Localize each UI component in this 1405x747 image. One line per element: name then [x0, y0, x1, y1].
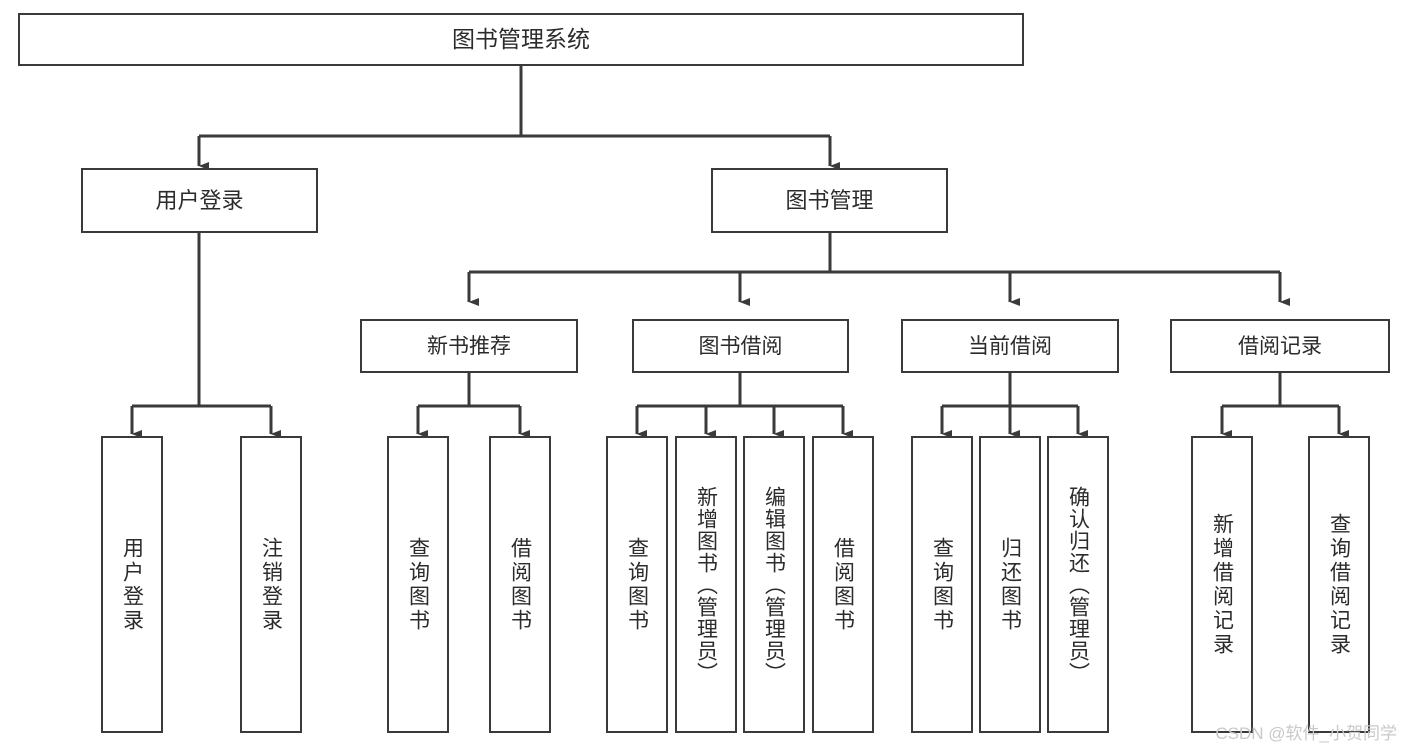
node-leaf-return-book[interactable]: 归还图书: [979, 436, 1041, 733]
node-user-login[interactable]: 用户登录: [81, 168, 318, 233]
node-label: 用户登录: [155, 187, 244, 213]
node-leaf-user-login[interactable]: 用户登录: [101, 436, 163, 733]
watermark-text: CSDN @软件_小贺同学: [1215, 724, 1397, 743]
node-label: 用户登录: [120, 536, 144, 633]
node-current-borrow[interactable]: 当前借阅: [901, 319, 1119, 373]
node-book-borrow[interactable]: 图书借阅: [632, 319, 849, 373]
node-leaf-borrow-book-1[interactable]: 借阅图书: [489, 436, 551, 733]
node-label: 借阅记录: [1238, 334, 1322, 358]
node-label: 确认归还（管理员）: [1066, 485, 1090, 684]
node-label: 新增借阅记录: [1210, 512, 1234, 657]
node-label: 新增图书（管理员）: [694, 485, 718, 684]
node-borrow-record[interactable]: 借阅记录: [1170, 319, 1390, 373]
node-label: 当前借阅: [968, 334, 1052, 358]
node-label: 查询图书: [930, 536, 954, 633]
node-label: 新书推荐: [427, 334, 511, 358]
node-label: 借阅图书: [508, 536, 532, 633]
node-leaf-add-record[interactable]: 新增借阅记录: [1191, 436, 1253, 733]
node-leaf-query-book-2[interactable]: 查询图书: [606, 436, 668, 733]
node-label: 查询图书: [625, 536, 649, 633]
node-label: 注销登录: [259, 536, 283, 633]
node-label: 借阅图书: [831, 536, 855, 633]
node-label: 查询图书: [406, 536, 430, 633]
node-leaf-confirm-return[interactable]: 确认归还（管理员）: [1047, 436, 1109, 733]
node-leaf-logout[interactable]: 注销登录: [240, 436, 302, 733]
node-book-management[interactable]: 图书管理: [711, 168, 948, 233]
node-label: 查询借阅记录: [1327, 512, 1351, 657]
node-new-book-recommend[interactable]: 新书推荐: [360, 319, 578, 373]
node-label: 图书借阅: [698, 334, 783, 358]
node-leaf-query-record[interactable]: 查询借阅记录: [1308, 436, 1370, 733]
node-leaf-query-book-3[interactable]: 查询图书: [911, 436, 973, 733]
node-root-system[interactable]: 图书管理系统: [18, 13, 1024, 66]
node-leaf-borrow-book-2[interactable]: 借阅图书: [812, 436, 874, 733]
node-leaf-add-book[interactable]: 新增图书（管理员）: [675, 436, 737, 733]
node-label: 图书管理: [785, 187, 874, 213]
node-label: 归还图书: [998, 536, 1022, 633]
node-label: 图书管理系统: [452, 26, 590, 52]
node-leaf-edit-book[interactable]: 编辑图书（管理员）: [743, 436, 805, 733]
node-label: 编辑图书（管理员）: [762, 485, 786, 684]
node-leaf-query-book-1[interactable]: 查询图书: [387, 436, 449, 733]
